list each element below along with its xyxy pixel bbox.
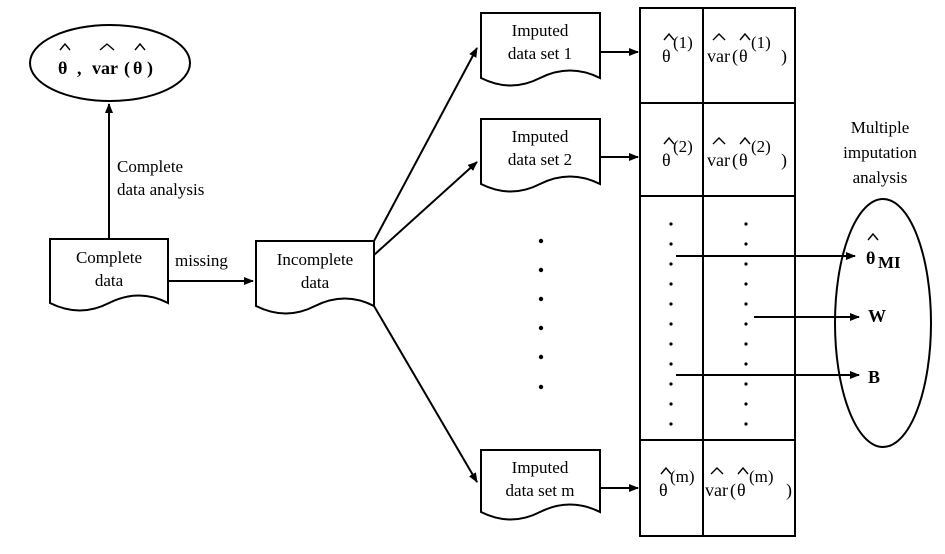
mi-theta-sub: MI xyxy=(878,253,901,272)
incomplete-data-line2: data xyxy=(301,273,330,292)
imputed-set-1: Imputed data set 1 xyxy=(480,12,601,87)
incomplete-data-line1: Incomplete xyxy=(277,250,353,269)
row-m-theta: θ xyxy=(659,480,668,500)
row-2-var-open: ( xyxy=(732,150,738,171)
complete-analysis-label-line2: data analysis xyxy=(117,180,204,199)
estimate-close-paren: ) xyxy=(147,58,153,79)
estimate-theta: θ xyxy=(58,58,67,78)
row-1-var-theta: θ xyxy=(739,46,748,66)
results-row-1: θ (1) var ( θ (1) ) xyxy=(662,32,787,67)
mi-theta: θ xyxy=(866,248,875,268)
imputed-sets-ellipsis xyxy=(538,238,544,390)
row-m-var-open: ( xyxy=(730,480,736,501)
mi-analysis-label-line1: Multiple xyxy=(851,118,910,137)
row-m-var-sup: (m) xyxy=(749,467,774,486)
imputed-set-1-line2: data set 1 xyxy=(508,44,572,63)
row-1-var-close: ) xyxy=(781,46,787,67)
complete-data-line1: Complete xyxy=(76,248,142,267)
complete-data-line2: data xyxy=(95,271,124,290)
row-2-var-sup: (2) xyxy=(751,137,771,156)
imputed-set-2-line1: Imputed xyxy=(512,127,569,146)
results-ellipsis xyxy=(669,222,748,426)
row-m-var-theta: θ xyxy=(737,480,746,500)
estimate-ellipse: θ , var ( θ ) xyxy=(29,24,191,102)
imputed-set-m-line2: data set m xyxy=(506,481,575,500)
impute-arrow-2 xyxy=(373,161,478,256)
row-m-theta-sup: (m) xyxy=(670,467,695,486)
complete-analysis-label-line1: Complete xyxy=(117,157,183,176)
row-1-theta-sup: (1) xyxy=(673,33,693,52)
row-1-var: var xyxy=(707,46,730,66)
row-2-theta-sup: (2) xyxy=(673,137,693,156)
imputed-set-m-line1: Imputed xyxy=(512,458,569,477)
mi-w: W xyxy=(868,306,886,326)
estimate-open-paren: ( xyxy=(124,58,130,79)
estimate-var-theta: θ xyxy=(133,58,142,78)
row-2-var-theta: θ xyxy=(739,150,748,170)
row-1-var-sup: (1) xyxy=(751,33,771,52)
results-row-2: θ (2) var ( θ (2) ) xyxy=(662,136,787,171)
missing-label: missing xyxy=(175,251,228,270)
mi-ellipse: θ MI W B xyxy=(834,198,932,448)
imputed-set-1-line1: Imputed xyxy=(512,21,569,40)
row-2-var-close: ) xyxy=(781,150,787,171)
row-m-var-close: ) xyxy=(786,480,792,501)
mi-analysis-label-line3: analysis xyxy=(853,168,908,187)
estimate-var: var xyxy=(92,58,118,78)
row-2-var: var xyxy=(707,150,730,170)
imputed-set-2: Imputed data set 2 xyxy=(480,118,601,193)
results-table: θ (1) var ( θ (1) ) θ (2) var ( θ (2) ) xyxy=(639,7,796,537)
estimate-comma: , xyxy=(77,58,82,78)
incomplete-data-box: Incomplete data xyxy=(255,240,375,315)
mi-b: B xyxy=(868,367,880,387)
imputed-set-2-line2: data set 2 xyxy=(508,150,572,169)
imputed-set-m: Imputed data set m xyxy=(480,449,601,521)
impute-arrow-1 xyxy=(373,47,478,242)
results-row-m: θ (m) var ( θ (m) ) xyxy=(659,466,792,501)
row-2-theta: θ xyxy=(662,150,671,170)
impute-arrow-m xyxy=(373,305,478,483)
row-1-var-open: ( xyxy=(732,46,738,67)
row-1-theta: θ xyxy=(662,46,671,66)
mi-analysis-label-line2: imputation xyxy=(843,143,917,162)
complete-data-box: Complete data xyxy=(49,238,169,312)
row-m-var: var xyxy=(705,480,728,500)
